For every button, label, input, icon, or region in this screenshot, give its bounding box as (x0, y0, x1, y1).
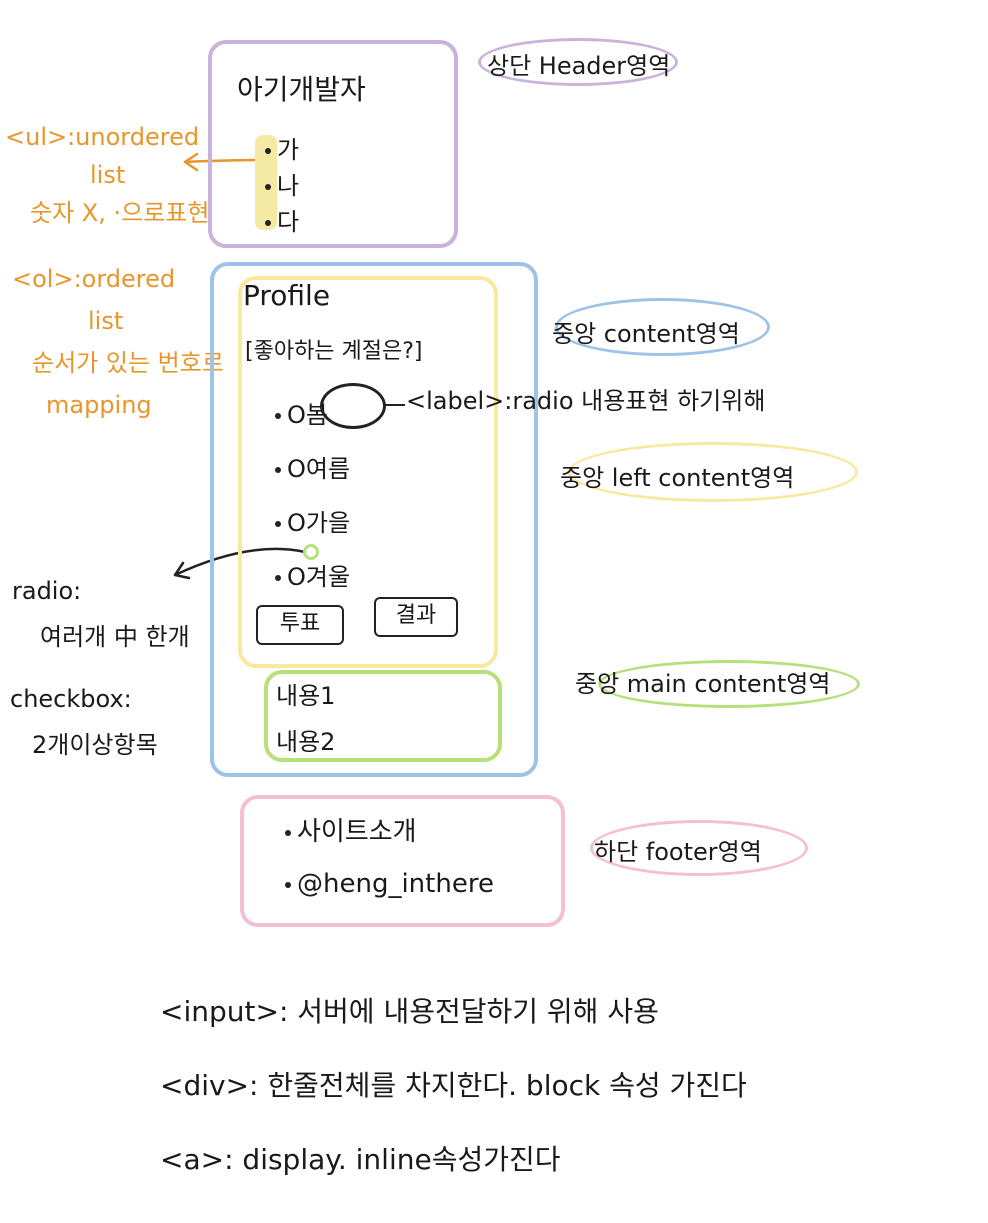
footer-item[interactable]: @heng_inthere (285, 858, 494, 910)
left-content-label-ring (568, 442, 858, 502)
content-label-ring (555, 298, 770, 356)
label-note: <label>:radio 내용표현 하기위해 (406, 387, 766, 415)
footer-label-ring (590, 820, 808, 876)
footer-list: 사이트소개 @heng_inthere (285, 806, 494, 910)
radio-note: radio: 여러개 中 한개 (12, 577, 190, 651)
main-content-label-ring (598, 660, 860, 708)
main-content-list: 내용1 내용2 (276, 673, 335, 765)
header-box (208, 40, 458, 248)
header-highlight (255, 135, 277, 230)
content-area-label: 중앙 content영역 (552, 320, 740, 348)
ul-note: <ul>:unordered list 숫자 X, ·으로표현 (5, 123, 210, 227)
radio-dot-highlight (303, 544, 319, 560)
profile-title: Profile (243, 279, 331, 312)
radio-option[interactable]: O가을 (275, 496, 350, 550)
header-section-label: 상단 Header영역 (487, 52, 671, 80)
header-list-item: 나 (265, 168, 299, 204)
footer-item[interactable]: 사이트소개 (285, 806, 494, 858)
main-content-item: 내용2 (276, 728, 336, 756)
header-list-item: 다 (265, 204, 299, 240)
label-circle (320, 383, 386, 429)
header-label-ring (478, 38, 678, 86)
radio-arrow (173, 547, 307, 580)
main-content-box (264, 670, 502, 762)
header-list-item: 가 (265, 132, 299, 168)
radio-option[interactable]: O겨울 (275, 550, 350, 604)
main-content-item: 내용1 (276, 682, 336, 710)
footer-box (240, 795, 565, 927)
header-list: 가 나 다 (265, 132, 299, 240)
ol-note: <ol>:ordered list 순서가 있는 번호로 mapping (12, 265, 224, 419)
main-content-label: 중앙 main content영역 (575, 670, 831, 698)
left-content-label: 중앙 left content영역 (560, 464, 795, 492)
radio-option[interactable]: O여름 (275, 442, 350, 496)
result-button[interactable]: 결과 (374, 597, 458, 637)
notes-list: <input>: 서버에 내용전달하기 위해 사용 <div>: 한줄전체를 차… (160, 975, 747, 1197)
left-content-box (238, 276, 498, 668)
content-box (210, 262, 538, 777)
note-div: <div>: 한줄전체를 차지한다. block 속성 가진다 (160, 1069, 747, 1102)
vote-button[interactable]: 투표 (256, 605, 344, 645)
profile-question: [좋아하는 계절은?] (245, 339, 423, 364)
note-input: <input>: 서버에 내용전달하기 위해 사용 (160, 995, 659, 1028)
checkbox-note: checkbox: 2개이상항목 (10, 685, 158, 759)
header-title: 아기개발자 (237, 73, 366, 106)
footer-area-label: 하단 footer영역 (594, 838, 762, 866)
note-a: <a>: display. inline속성가진다 (160, 1143, 561, 1176)
